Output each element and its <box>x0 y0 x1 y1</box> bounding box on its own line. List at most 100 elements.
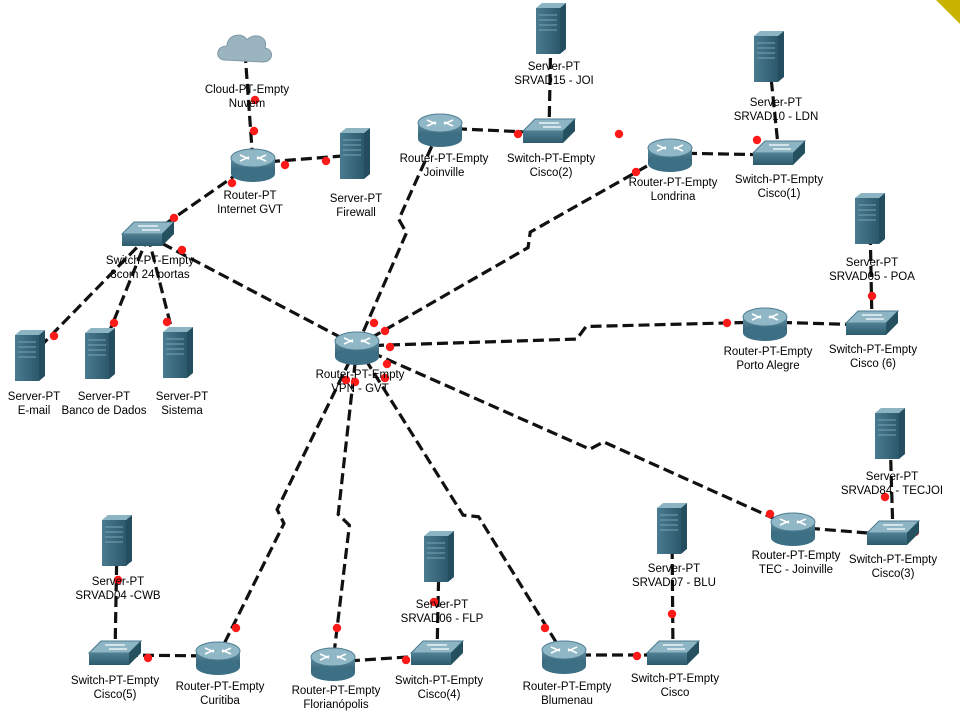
router-icon <box>541 640 587 674</box>
port-indicator <box>341 375 351 385</box>
node-label: Nuvem <box>229 98 265 110</box>
server-icon <box>340 128 370 179</box>
port-indicator <box>369 318 379 328</box>
node-label: SRVAD84 - TECJOI <box>841 485 943 497</box>
port-indicator <box>49 331 59 341</box>
node-label: Router-PT-Empty <box>176 681 265 693</box>
router-icon <box>770 512 816 546</box>
port-indicator <box>227 178 237 188</box>
node-label: Switch-PT-Empty <box>849 554 937 566</box>
server-icon <box>855 193 885 244</box>
server-icon <box>424 531 454 582</box>
node-label: SRVAD05 - POA <box>829 271 915 283</box>
port-indicator <box>752 135 762 145</box>
link-vpn-tec <box>356 344 794 529</box>
link-switch3com-vpn <box>147 234 358 348</box>
node-label: Sistema <box>161 405 203 417</box>
port-indicator <box>631 167 641 177</box>
node-label: SRVAD07 - BLU <box>632 577 716 589</box>
router-icon <box>195 641 241 675</box>
node-label: Switch-PT-Empty <box>507 153 595 165</box>
node-label: E-mail <box>18 405 51 417</box>
switch-icon <box>865 520 921 545</box>
node-label: Server-PT <box>330 193 382 205</box>
switch-icon <box>409 640 465 665</box>
link-vpn-portoalegre <box>356 320 766 348</box>
node-label: Switch-PT-Empty <box>829 344 917 356</box>
node-label: TEC - Joinville <box>759 564 833 576</box>
node-switch3com[interactable]: Switch-PT-Empty 3com 24 portas <box>106 221 194 281</box>
node-label: Server-PT <box>92 576 144 588</box>
port-indicator <box>169 213 179 223</box>
node-label: SRVAD04 -CWB <box>75 590 161 602</box>
port-indicator <box>113 575 123 585</box>
switch-icon <box>751 140 807 165</box>
server-icon <box>536 3 566 54</box>
port-indicator <box>667 609 677 619</box>
port-indicators-layer <box>49 95 920 665</box>
cloud-icon <box>217 34 272 63</box>
port-indicator <box>513 129 523 139</box>
router-icon <box>334 331 380 365</box>
node-label: SRVAD15 - JOI <box>514 75 593 87</box>
node-label: Router-PT-Empty <box>292 685 381 697</box>
node-label: Router-PT-Empty <box>316 369 405 381</box>
server-icon <box>875 408 905 459</box>
node-label: Router-PT-Empty <box>752 550 841 562</box>
router-icon <box>742 307 788 341</box>
switch-icon <box>844 310 900 335</box>
node-label: Cisco(4) <box>418 689 461 701</box>
port-indicator <box>867 291 877 301</box>
node-label: Switch-PT-Empty <box>106 255 194 267</box>
node-label: Cisco(2) <box>530 167 573 179</box>
node-label: Cisco(5) <box>94 689 137 701</box>
port-indicator <box>162 317 172 327</box>
node-email[interactable]: Server-PTE-mail <box>8 330 60 417</box>
port-indicator <box>380 373 390 383</box>
switch-icon <box>120 221 176 246</box>
node-label: 3com 24 portas <box>110 269 190 281</box>
server-icon <box>15 330 45 381</box>
node-label: Curitiba <box>200 695 240 707</box>
node-label: Router-PT <box>223 190 276 202</box>
server-icon <box>163 327 193 378</box>
node-label: SRVAD10 - LDN <box>734 111 819 123</box>
node-srv_ldn[interactable]: Server-PT SRVAD10 - LDN <box>734 31 819 123</box>
server-icon <box>85 328 115 379</box>
port-indicator <box>380 326 390 336</box>
node-srv_cwb[interactable]: Server-PT SRVAD04 -CWB <box>75 515 161 602</box>
port-indicator <box>382 359 392 369</box>
link-sw_cisco5-srv_cwb <box>113 541 119 656</box>
link-vpn-joinville <box>355 127 442 347</box>
node-label: Router-PT-Empty <box>629 177 718 189</box>
port-indicator <box>632 651 642 661</box>
node-label: Florianópolis <box>303 699 368 711</box>
port-indicator <box>429 597 439 607</box>
node-label: Server-PT <box>750 97 802 109</box>
